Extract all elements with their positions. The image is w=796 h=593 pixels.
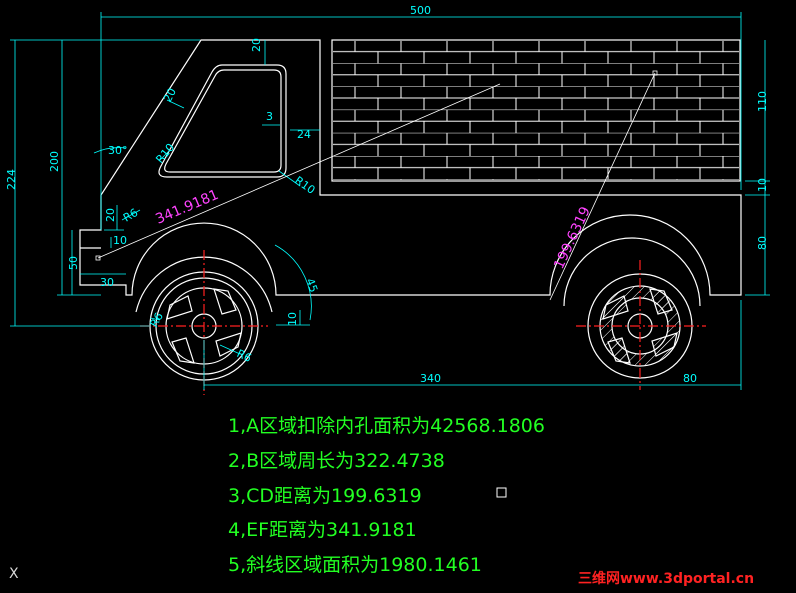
dim-gap-10: 10 xyxy=(756,178,769,192)
dim-bed-80: 80 xyxy=(756,236,769,250)
dim-bump-20: 20 xyxy=(104,208,117,222)
dim-angle-30: 30° xyxy=(108,144,128,157)
watermark-text: 三维网www.3dportal.cn xyxy=(578,570,754,587)
front-wheel-arch xyxy=(135,256,273,313)
cargo-brick-hatch xyxy=(333,41,739,180)
dim-r10-corner: R10 xyxy=(292,174,317,197)
note-line-1: 1,A区域扣除内孔面积为42568.1806 xyxy=(228,415,545,437)
note-line-4: 4,EF距离为341.9181 xyxy=(228,519,417,541)
cab-window-inner xyxy=(164,69,282,173)
dim-height-200: 200 xyxy=(48,151,61,172)
cargo-box xyxy=(331,39,741,182)
dim-wheelbase-340: 340 xyxy=(420,372,441,385)
dim-rear-80: 80 xyxy=(683,372,697,385)
rear-wheel xyxy=(576,260,706,390)
note-line-5: 5,斜线区域面积为1980.1461 xyxy=(228,554,482,576)
dim-bumper-30: 30 xyxy=(100,276,114,289)
cd-distance-label: 199.6319 xyxy=(551,204,594,271)
dim-window-20: 20 xyxy=(161,86,179,104)
notes-block: 1,A区域扣除内孔面积为42568.1806 2,B区域周长为322.4738 … xyxy=(228,415,545,576)
dim-small-3: 3 xyxy=(266,110,273,123)
note-line-2: 2,B区域周长为322.4738 xyxy=(228,450,445,472)
note-line-3: 3,CD距离为199.6319 xyxy=(228,485,422,507)
cursor-pickbox xyxy=(496,487,507,498)
cab-window xyxy=(158,64,287,178)
truck-body-outline xyxy=(79,39,742,313)
dim-r6-wheel-left: R6 xyxy=(147,310,166,329)
ef-distance-label: 341.9181 xyxy=(153,187,221,228)
dim-bumper-50: 50 xyxy=(67,256,80,270)
cd-measure-line xyxy=(549,72,656,301)
dim-small-10: 10 xyxy=(113,234,127,247)
measurement-lines xyxy=(95,70,658,301)
dim-small-24: 24 xyxy=(297,128,311,141)
rear-wheel-arch xyxy=(563,237,701,307)
dim-width-500: 500 xyxy=(410,4,431,17)
dim-r10-window: R10 xyxy=(153,141,177,166)
dim-arch-10: 10 xyxy=(286,312,299,326)
cab-outline xyxy=(79,39,742,296)
ucs-axis-label: X xyxy=(9,566,19,582)
dim-roof-20: 20 xyxy=(250,38,263,52)
dim-height-224: 224 xyxy=(5,169,18,190)
dim-cargo-110: 110 xyxy=(756,91,769,112)
dim-r6-wheel-bottom: R6 xyxy=(235,347,254,365)
dimension-lines xyxy=(10,12,770,390)
ef-measure-line xyxy=(97,83,501,259)
dim-r6-bumper: R6 xyxy=(121,206,140,225)
dim-angle-45: 45 xyxy=(303,277,320,295)
